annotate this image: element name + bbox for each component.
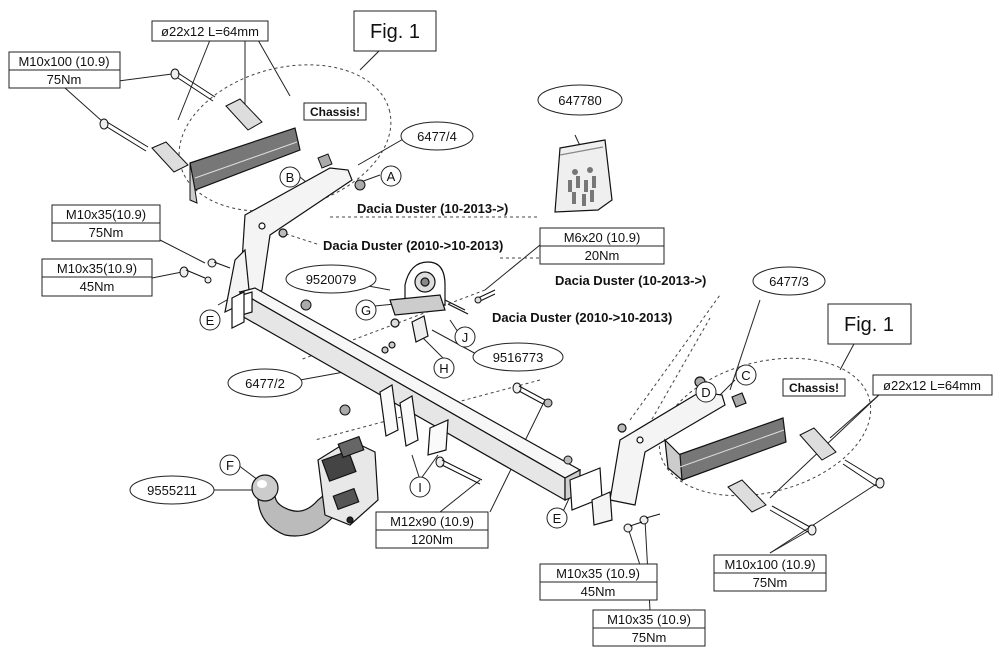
spec-sleeve-left: ø22x12 L=64mm bbox=[151, 20, 269, 42]
callout-J bbox=[454, 326, 476, 348]
right-bolts bbox=[563, 427, 885, 536]
svg-text:M10x100 (10.9): M10x100 (10.9) bbox=[724, 557, 815, 572]
callout-B bbox=[279, 166, 301, 188]
callout-E-left bbox=[199, 309, 221, 331]
part-label-6477-2: 6477/2 bbox=[227, 368, 303, 398]
right-chassis-plate bbox=[664, 417, 787, 482]
svg-text:J: J bbox=[462, 330, 469, 345]
svg-text:6477/4: 6477/4 bbox=[417, 129, 457, 144]
svg-text:B: B bbox=[286, 170, 295, 185]
vehicle-label-left-new: Dacia Duster (10-2013->) bbox=[357, 201, 508, 216]
svg-text:120Nm: 120Nm bbox=[411, 532, 453, 547]
svg-text:75Nm: 75Nm bbox=[753, 575, 788, 590]
svg-text:75Nm: 75Nm bbox=[632, 630, 667, 645]
svg-text:E: E bbox=[553, 511, 562, 526]
svg-text:ø22x12 L=64mm: ø22x12 L=64mm bbox=[161, 24, 259, 39]
m12x90-bolt bbox=[339, 382, 553, 485]
spec-m10x35-45-left: M10x35(10.9) 45Nm bbox=[41, 258, 153, 297]
callout-H bbox=[433, 357, 455, 379]
svg-text:ø22x12 L=64mm: ø22x12 L=64mm bbox=[883, 378, 981, 393]
spec-m12x90: M12x90 (10.9) 120Nm bbox=[375, 511, 489, 549]
letter-callouts bbox=[199, 165, 757, 529]
chassis-tag-left: Chassis! bbox=[303, 102, 367, 121]
svg-text:6477/2: 6477/2 bbox=[245, 376, 285, 391]
svg-text:A: A bbox=[387, 169, 396, 184]
crossbar-6477-2 bbox=[231, 287, 603, 511]
svg-text:M10x100 (10.9): M10x100 (10.9) bbox=[18, 54, 109, 69]
left-chassis-plate bbox=[189, 127, 301, 204]
spec-m10x100-left: M10x100 (10.9) 75Nm bbox=[8, 51, 121, 89]
left-bolts bbox=[99, 68, 366, 311]
svg-text:E: E bbox=[206, 313, 215, 328]
m6x20-bolt bbox=[474, 289, 496, 304]
spec-m10x35-75-right: M10x35 (10.9) 75Nm bbox=[592, 609, 706, 647]
svg-text:G: G bbox=[361, 303, 371, 318]
spec-sleeve-right: ø22x12 L=64mm bbox=[872, 374, 993, 396]
spec-m6x20: M6x20 (10.9) 20Nm bbox=[539, 227, 665, 265]
svg-text:M10x35 (10.9): M10x35 (10.9) bbox=[556, 566, 640, 581]
callout-E-right bbox=[546, 507, 568, 529]
spec-m10x35-45-right: M10x35 (10.9) 45Nm bbox=[539, 563, 658, 601]
callout-I bbox=[409, 476, 431, 498]
vehicle-label-left-old: Dacia Duster (2010->10-2013) bbox=[323, 238, 503, 253]
svg-text:M12x90 (10.9): M12x90 (10.9) bbox=[390, 514, 474, 529]
svg-text:9520079: 9520079 bbox=[306, 272, 357, 287]
svg-text:C: C bbox=[741, 368, 750, 383]
part-label-9520079: 9520079 bbox=[285, 264, 377, 294]
part-label-6477-4: 6477/4 bbox=[400, 121, 474, 151]
svg-text:75Nm: 75Nm bbox=[89, 225, 124, 240]
svg-text:45Nm: 45Nm bbox=[581, 584, 616, 599]
socket-bracket-9520079 bbox=[381, 261, 469, 354]
svg-text:20Nm: 20Nm bbox=[585, 248, 620, 263]
svg-text:Chassis!: Chassis! bbox=[310, 105, 360, 119]
towball-neck-9555211 bbox=[251, 435, 379, 537]
vehicle-label-right-old: Dacia Duster (2010->10-2013) bbox=[492, 310, 672, 325]
chassis-tag-right: Chassis! bbox=[782, 378, 846, 397]
svg-text:M6x20 (10.9): M6x20 (10.9) bbox=[564, 230, 641, 245]
fig-label-right: Fig. 1 bbox=[827, 303, 912, 345]
callout-F bbox=[219, 454, 241, 476]
bolt-bag-647780 bbox=[554, 139, 613, 213]
part-label-9516773: 9516773 bbox=[472, 342, 564, 372]
part-label-647780: 647780 bbox=[537, 84, 623, 116]
svg-text:Chassis!: Chassis! bbox=[789, 381, 839, 395]
callout-D bbox=[695, 381, 717, 403]
svg-text:75Nm: 75Nm bbox=[47, 72, 82, 87]
letter-texts: A B C D E E F G H I J bbox=[206, 169, 751, 526]
svg-text:M10x35(10.9): M10x35(10.9) bbox=[57, 261, 137, 276]
svg-text:M10x35(10.9): M10x35(10.9) bbox=[66, 207, 146, 222]
spec-m10x35-75-left: M10x35(10.9) 75Nm bbox=[51, 204, 161, 242]
svg-text:F: F bbox=[226, 458, 234, 473]
svg-text:M10x35 (10.9): M10x35 (10.9) bbox=[607, 612, 691, 627]
svg-text:9516773: 9516773 bbox=[493, 350, 544, 365]
svg-text:Fig. 1: Fig. 1 bbox=[370, 21, 420, 43]
fig-label-left: Fig. 1 bbox=[353, 10, 437, 52]
svg-text:D: D bbox=[701, 385, 710, 400]
callout-C bbox=[735, 364, 757, 386]
callout-G bbox=[355, 299, 377, 321]
part-label-9555211: 9555211 bbox=[129, 475, 215, 505]
svg-text:H: H bbox=[439, 361, 448, 376]
svg-text:45Nm: 45Nm bbox=[80, 279, 115, 294]
svg-text:I: I bbox=[418, 480, 422, 495]
spec-m10x100-right: M10x100 (10.9) 75Nm bbox=[713, 554, 827, 592]
callout-A bbox=[380, 165, 402, 187]
svg-text:Fig. 1: Fig. 1 bbox=[844, 314, 894, 336]
vehicle-label-right-new: Dacia Duster (10-2013->) bbox=[555, 273, 706, 288]
svg-text:9555211: 9555211 bbox=[147, 483, 197, 498]
svg-text:647780: 647780 bbox=[558, 93, 601, 108]
part-label-6477-3: 6477/3 bbox=[752, 266, 826, 296]
svg-text:6477/3: 6477/3 bbox=[769, 274, 809, 289]
